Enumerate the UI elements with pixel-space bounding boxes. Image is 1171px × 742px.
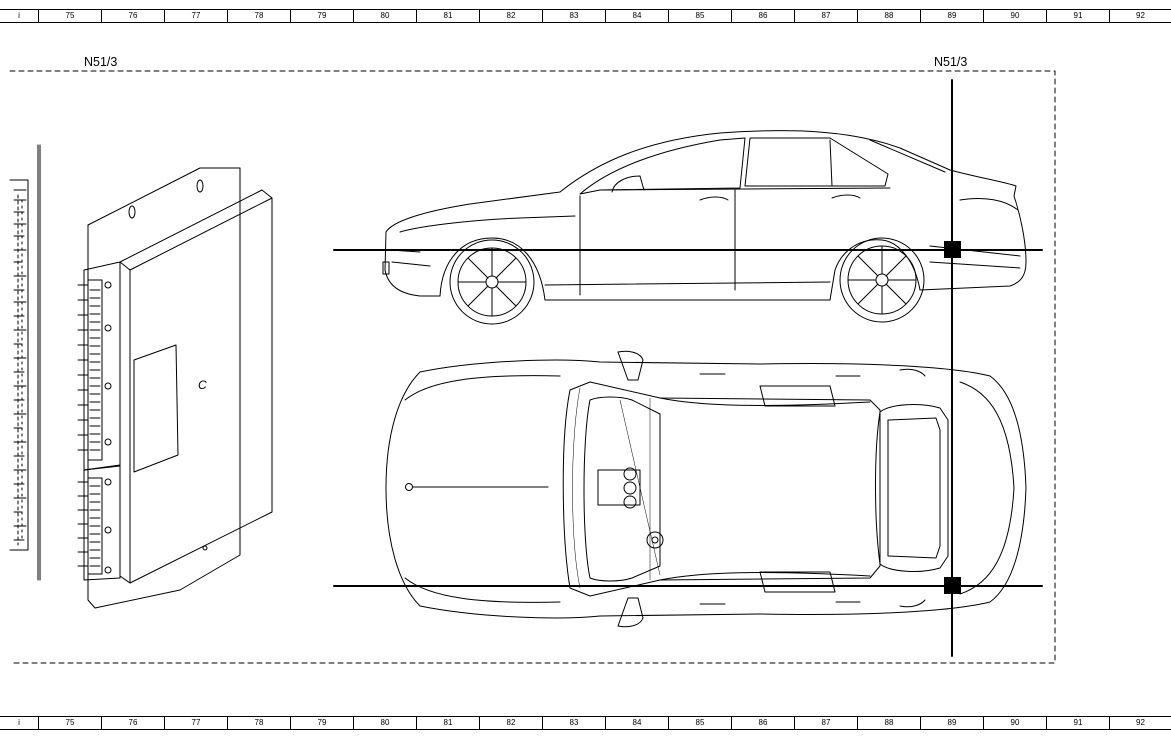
ruler-cell: 85 — [668, 717, 731, 729]
car-top-view — [385, 350, 1027, 628]
ruler-cell: 77 — [164, 10, 227, 22]
ruler-cell: 85 — [668, 10, 731, 22]
ruler-cell: 92 — [1109, 717, 1171, 729]
ruler-cell: 80 — [353, 10, 416, 22]
ruler-cell: 90 — [983, 717, 1046, 729]
connector-upper — [83, 261, 121, 471]
ruler-cell: 86 — [731, 717, 794, 729]
ruler-cell: 81 — [416, 10, 479, 22]
ruler-cell: 80 — [353, 717, 416, 729]
control-module-drawing — [9, 144, 273, 609]
ruler-cell: 79 — [290, 717, 353, 729]
ruler-cell: 75 — [38, 10, 101, 22]
ruler-cell: 78 — [227, 10, 290, 22]
ruler-cell-first: i — [18, 11, 20, 20]
ruler-cell: 91 — [1046, 10, 1109, 22]
ruler-cell: 78 — [227, 717, 290, 729]
car-side-view — [382, 130, 1027, 325]
ruler-cell: 76 — [101, 717, 164, 729]
ruler-cell: 82 — [479, 10, 542, 22]
location-marker-top — [944, 577, 961, 594]
ruler-cell: 84 — [605, 10, 668, 22]
ruler-cell: 86 — [731, 10, 794, 22]
module-mark: C — [198, 378, 207, 392]
ruler-cell-first: i — [18, 718, 20, 727]
ruler-cell: 90 — [983, 10, 1046, 22]
location-marker-lines — [333, 79, 1043, 657]
ruler-cell: 87 — [794, 717, 857, 729]
ruler-cell: 89 — [920, 10, 983, 22]
ruler-cell: 76 — [101, 10, 164, 22]
ruler-cell: 89 — [920, 717, 983, 729]
ruler-cell: 81 — [416, 717, 479, 729]
module-housing — [119, 189, 273, 584]
ruler-cell: 88 — [857, 717, 920, 729]
grid-ruler-top: i 75 76 77 78 79 80 81 82 83 84 85 86 87… — [0, 9, 1171, 23]
dashed-frame — [9, 70, 1056, 664]
component-label-left[interactable]: N51/3 — [84, 55, 118, 69]
grid-ruler-bottom: i 75 76 77 78 79 80 81 82 83 84 85 86 87… — [0, 716, 1171, 730]
ruler-cell: 91 — [1046, 717, 1109, 729]
ruler-cell: 77 — [164, 717, 227, 729]
ruler-cell: 83 — [542, 717, 605, 729]
ruler-cell: 75 — [38, 717, 101, 729]
connector-lower — [83, 465, 121, 581]
ruler-cell: 88 — [857, 10, 920, 22]
ruler-cell: 84 — [605, 717, 668, 729]
ruler-cell: 82 — [479, 717, 542, 729]
ruler-cell: 92 — [1109, 10, 1171, 22]
ruler-cell: 83 — [542, 10, 605, 22]
location-marker-side — [944, 241, 961, 258]
ruler-cell: 87 — [794, 10, 857, 22]
ruler-cell: 79 — [290, 10, 353, 22]
component-label-right[interactable]: N51/3 — [934, 55, 968, 69]
